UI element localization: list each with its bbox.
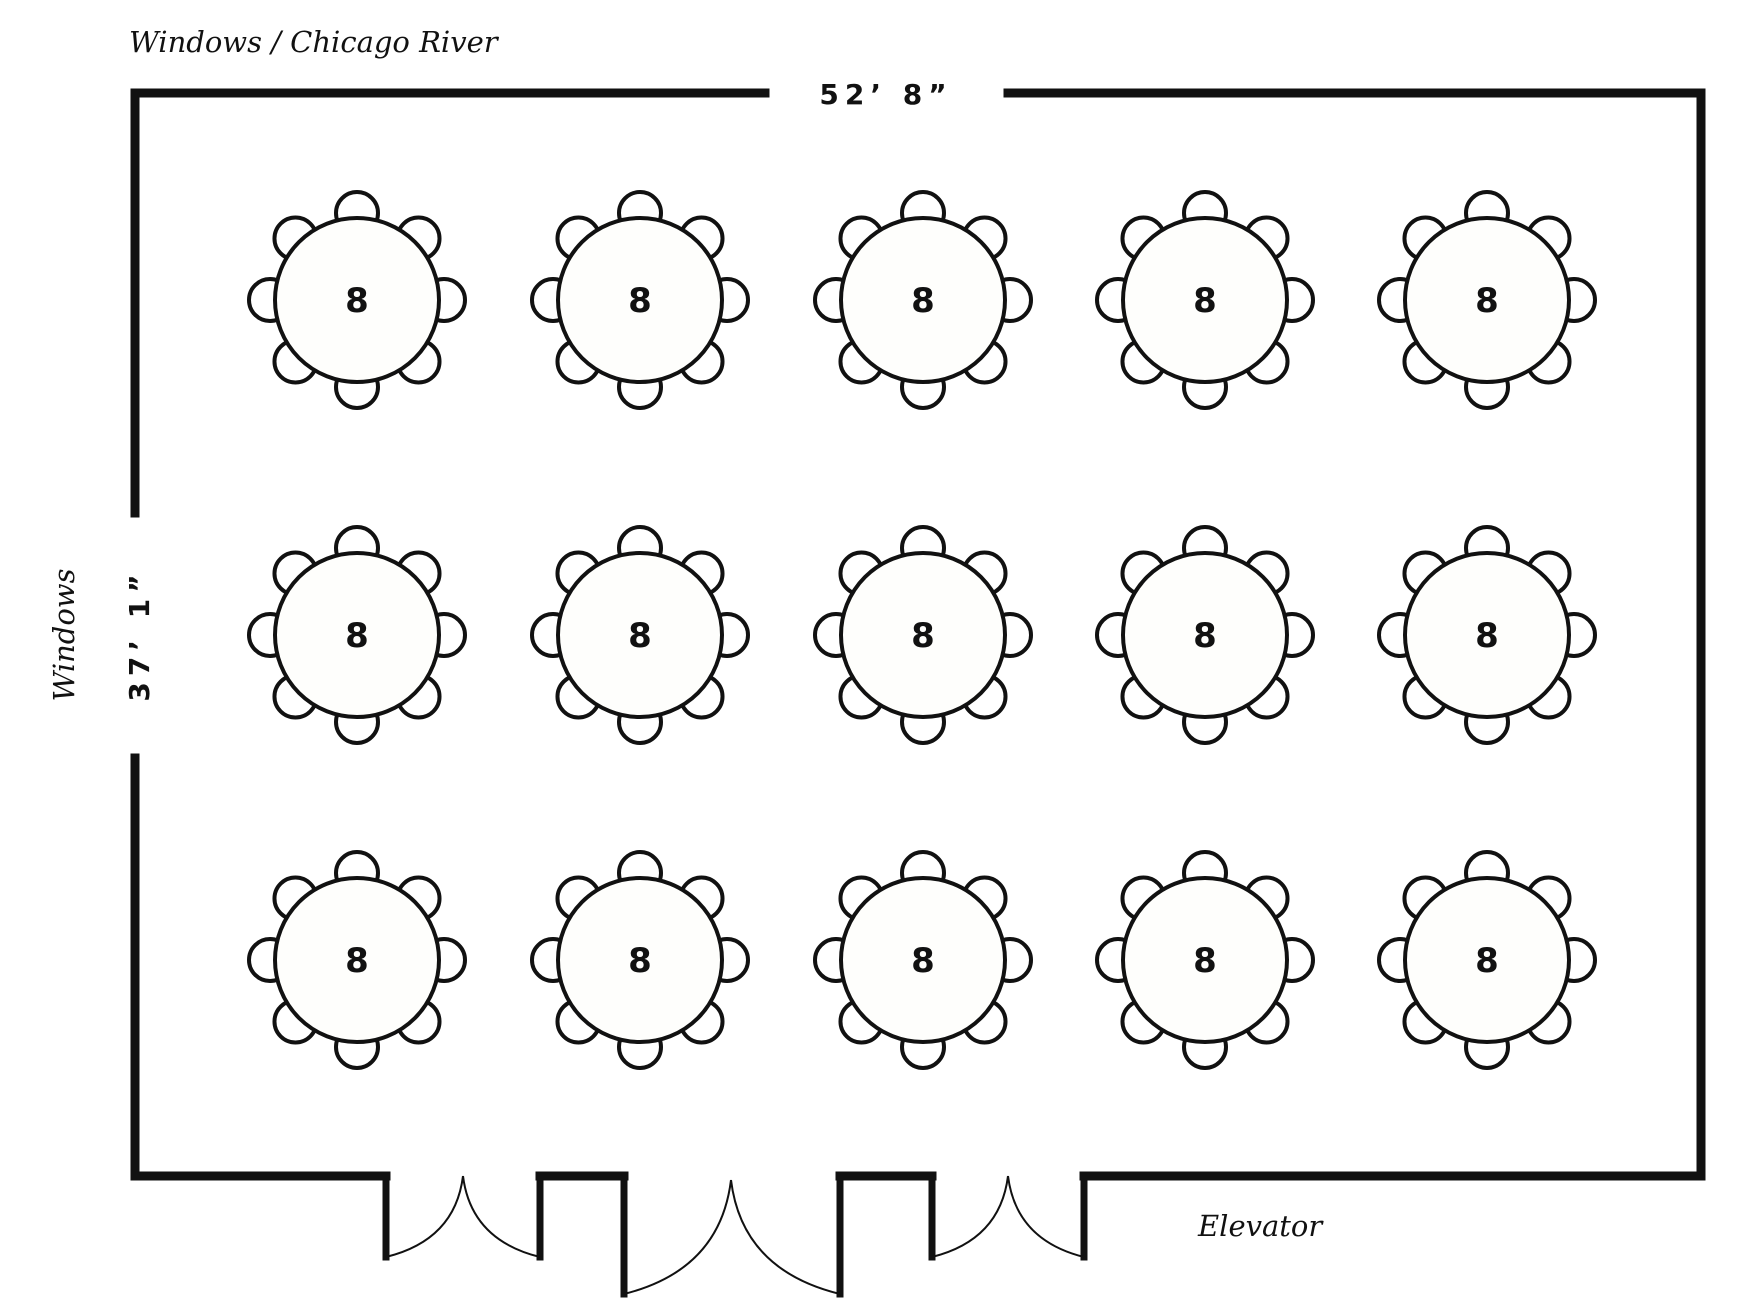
doors — [385, 1175, 1085, 1295]
elevator-label: Elevator — [1197, 1209, 1324, 1243]
round-table[interactable]: 8 — [1377, 850, 1597, 1070]
table-seat-count: 8 — [345, 616, 369, 656]
table-seat-count: 8 — [345, 281, 369, 321]
width-dimension: 52’ 8” — [819, 78, 952, 111]
table-seat-count: 8 — [1193, 281, 1217, 321]
round-table[interactable]: 8 — [813, 190, 1033, 410]
top-wall-right — [1003, 88, 1706, 1181]
round-table[interactable]: 8 — [530, 190, 750, 410]
table-top — [1121, 216, 1289, 384]
left-windows-label: Windows — [47, 569, 81, 702]
top-windows-label: Windows / Chicago River — [129, 25, 500, 59]
table-top — [1121, 876, 1289, 1044]
table-top — [1403, 876, 1571, 1044]
round-table[interactable]: 8 — [530, 525, 750, 745]
round-table[interactable]: 8 — [813, 525, 1033, 745]
left-wall-lower — [130, 753, 391, 1181]
table-top — [556, 216, 724, 384]
round-table[interactable]: 8 — [530, 850, 750, 1070]
room-walls — [130, 88, 1706, 1298]
round-table[interactable]: 8 — [247, 850, 467, 1070]
door-frame — [382, 1172, 1088, 1298]
round-table[interactable]: 8 — [813, 850, 1033, 1070]
table-top — [273, 551, 441, 719]
door-swing-1 — [385, 1175, 541, 1258]
table-top — [1403, 216, 1571, 384]
table-top — [273, 216, 441, 384]
depth-dimension: 37’ 1” — [123, 568, 156, 701]
table-top — [1121, 551, 1289, 719]
table-seat-count: 8 — [911, 941, 935, 981]
table-seat-count: 8 — [628, 941, 652, 981]
round-table[interactable]: 8 — [1095, 850, 1315, 1070]
table-top — [839, 876, 1007, 1044]
table-top — [839, 216, 1007, 384]
round-table[interactable]: 8 — [1377, 525, 1597, 745]
table-seat-count: 8 — [1475, 281, 1499, 321]
round-table[interactable]: 8 — [247, 525, 467, 745]
table-seat-count: 8 — [345, 941, 369, 981]
door-swing-main — [623, 1179, 841, 1295]
round-table[interactable]: 8 — [247, 190, 467, 410]
table-top — [556, 876, 724, 1044]
table-seat-count: 8 — [1475, 941, 1499, 981]
round-table[interactable]: 8 — [1095, 190, 1315, 410]
round-table[interactable]: 8 — [1095, 525, 1315, 745]
table-seat-count: 8 — [1193, 941, 1217, 981]
tables: 8 8 8 8 8 8 8 8 8 8 8 8 8 8 8 — [247, 190, 1597, 1070]
table-seat-count: 8 — [911, 281, 935, 321]
table-top — [1403, 551, 1571, 719]
table-seat-count: 8 — [911, 616, 935, 656]
table-seat-count: 8 — [628, 616, 652, 656]
table-seat-count: 8 — [628, 281, 652, 321]
table-top — [556, 551, 724, 719]
table-seat-count: 8 — [1193, 616, 1217, 656]
round-table[interactable]: 8 — [1377, 190, 1597, 410]
table-top — [273, 876, 441, 1044]
table-seat-count: 8 — [1475, 616, 1499, 656]
top-wall-left — [130, 88, 770, 518]
table-top — [839, 551, 1007, 719]
door-swing-2 — [931, 1175, 1085, 1258]
